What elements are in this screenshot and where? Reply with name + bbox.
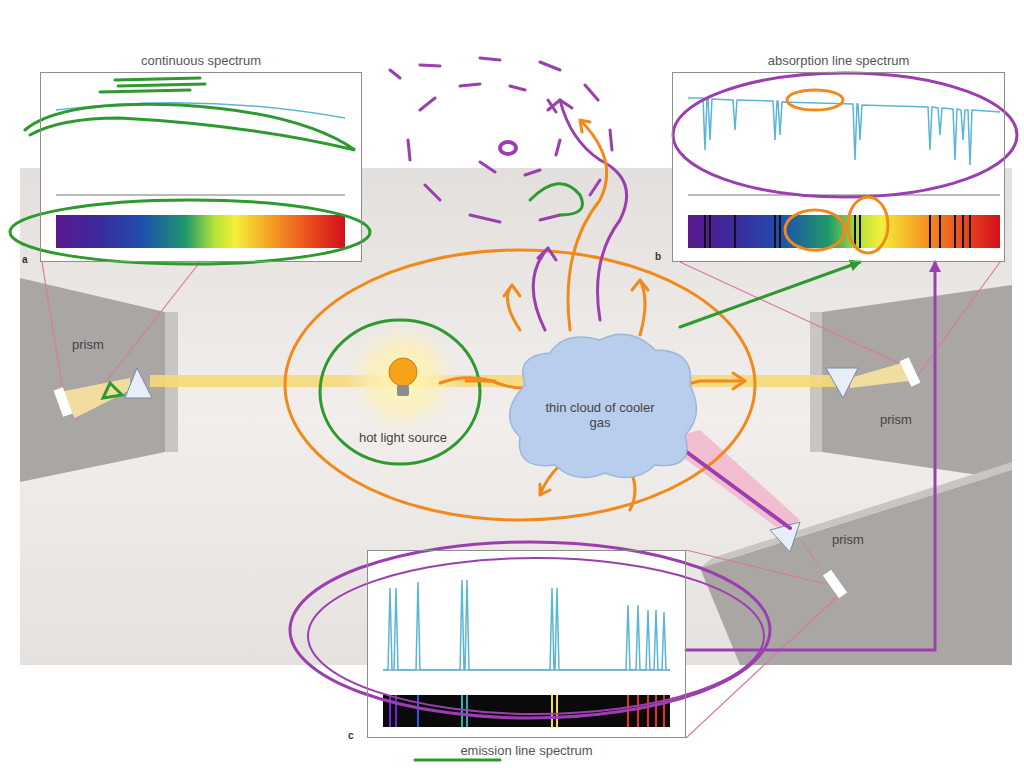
panel-title: emission line spectrum <box>368 743 685 758</box>
spectrum-panel: continuous spectrum <box>40 72 362 262</box>
cloud-shape <box>510 334 697 477</box>
node-label: thin cloud of cooler gas <box>540 400 660 430</box>
spectrum-panel: emission line spectrum <box>367 550 686 738</box>
panel-title: continuous spectrum <box>41 53 361 68</box>
connector-arrow <box>680 262 860 327</box>
connector-arrow <box>686 262 935 650</box>
panel-b-graph <box>673 73 1004 261</box>
panel-a-graph <box>41 73 361 261</box>
connector-arrow <box>466 380 495 383</box>
prism-label: prism <box>832 532 864 547</box>
hand-annotations <box>10 58 1017 760</box>
panel-letter: a <box>22 252 28 267</box>
light-bulb <box>345 320 461 436</box>
panel-letter: b <box>655 249 661 264</box>
node-label: hot light source <box>340 430 466 445</box>
prism-label: prism <box>880 412 912 427</box>
panel-letter: c <box>348 728 354 743</box>
prism-label: prism <box>72 337 104 352</box>
leader-lines <box>42 262 1000 738</box>
gas-cloud: thin cloud of cooler gas <box>495 325 705 485</box>
panel-title: absorption line spectrum <box>673 53 1004 68</box>
light-source: hot light source <box>340 345 466 449</box>
spectrum-panel: absorption line spectrum <box>672 72 1005 262</box>
